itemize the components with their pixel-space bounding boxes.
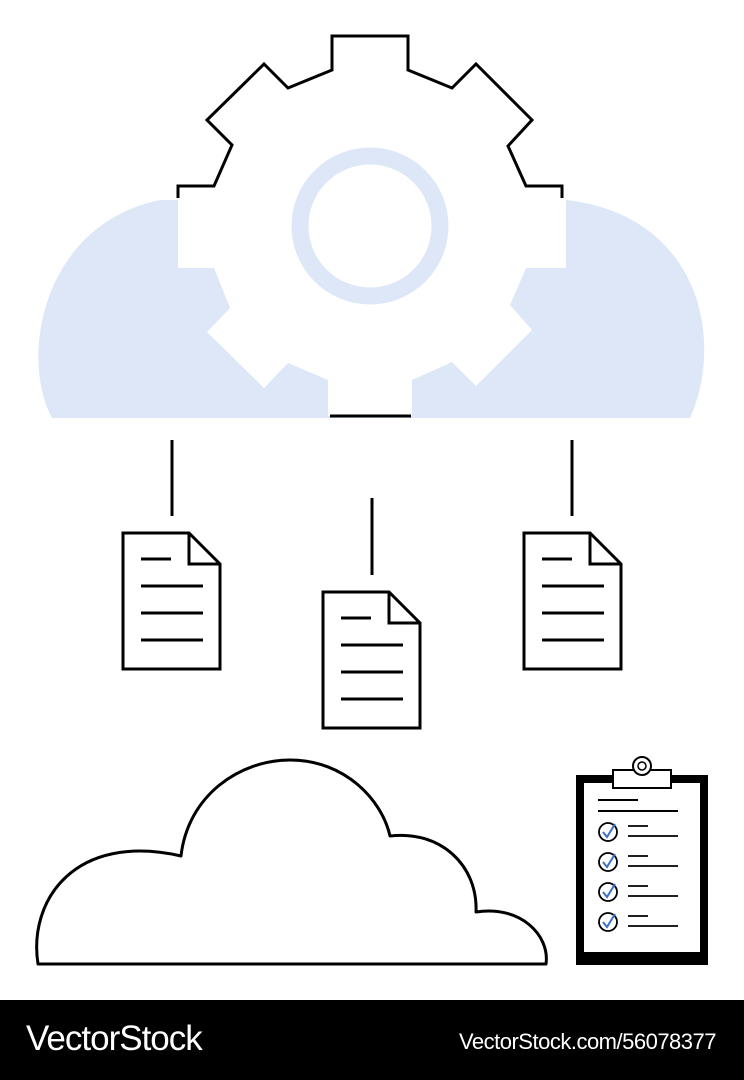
- brand-logo-text: VectorStock: [26, 1019, 203, 1058]
- document-icon: [121, 531, 222, 671]
- watermark-footer: VectorStock VectorStock.com/56078377: [0, 1000, 744, 1080]
- checkmark-icon: [602, 853, 616, 869]
- document-icon: [522, 531, 623, 671]
- checklist-item: [598, 822, 678, 842]
- checkmark-icon: [602, 913, 616, 929]
- stock-id-text: VectorStock.com/56078377: [458, 1029, 717, 1054]
- document-icon: [321, 590, 422, 730]
- clipboard-checklist-icon: [576, 756, 708, 965]
- gear-icon: [176, 34, 564, 418]
- checklist-item: [598, 912, 678, 932]
- illustration: [35, 34, 708, 966]
- cloud-icon: [35, 758, 548, 966]
- checklist-item: [598, 882, 678, 902]
- gear-hole: [291, 147, 449, 305]
- checkmark-icon: [602, 823, 616, 839]
- checklist-item: [598, 852, 678, 872]
- checkmark-icon: [602, 883, 616, 899]
